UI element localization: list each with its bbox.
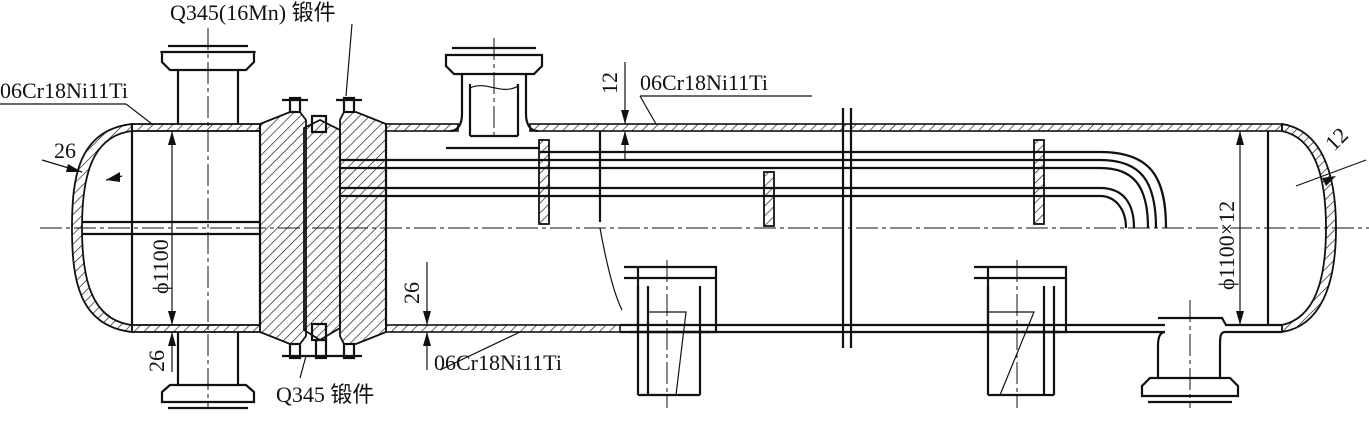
shell-bottom-nozzle: [1140, 316, 1240, 404]
dim-shell-bottom-thickness: [423, 262, 431, 370]
baffles: [538, 139, 1045, 227]
dim-text-left-bottom-thickness: 26: [144, 350, 169, 372]
left-top-nozzle: [160, 44, 256, 124]
dim-left-diameter: [168, 131, 176, 325]
left-channel-shell: [82, 123, 262, 333]
break-lines: [841, 108, 853, 348]
dim-text-right-head-thickness: 12: [1320, 122, 1353, 155]
dim-shell-top-thickness: [621, 62, 629, 160]
dim-text-left-head-thickness: 26: [54, 138, 76, 163]
dim-right-head-thickness: [1295, 159, 1367, 187]
saddle-left: [624, 265, 718, 397]
tubesheet-assembly: [259, 96, 387, 360]
dim-shell-diameter: [1236, 131, 1244, 325]
tube-bundle: [340, 146, 1168, 229]
leaders: [0, 23, 812, 379]
left-bottom-nozzle: [160, 332, 256, 410]
label-forging-bottom: Q345 锻件: [276, 382, 374, 407]
label-material-left-head: 06Cr18Ni11Ti: [0, 78, 128, 103]
label-material-shell-top: 06Cr18Ni11Ti: [640, 70, 768, 95]
label-forging-top: Q345(16Mn) 锻件: [170, 0, 336, 25]
label-material-shell-bottom: 06Cr18Ni11Ti: [434, 350, 562, 375]
dim-left-head-thickness: [41, 159, 123, 182]
dim-left-bottom-thickness: [168, 332, 176, 372]
dim-text-shell-diameter: ϕ1100×12: [1214, 201, 1239, 290]
dim-text-shell-bottom-thickness: 26: [399, 282, 424, 304]
dim-text-left-diameter: ϕ1100: [148, 239, 173, 294]
shell-top-nozzle: [444, 46, 544, 138]
saddle-right: [974, 265, 1068, 397]
dim-text-shell-top-thickness: 12: [597, 72, 622, 94]
